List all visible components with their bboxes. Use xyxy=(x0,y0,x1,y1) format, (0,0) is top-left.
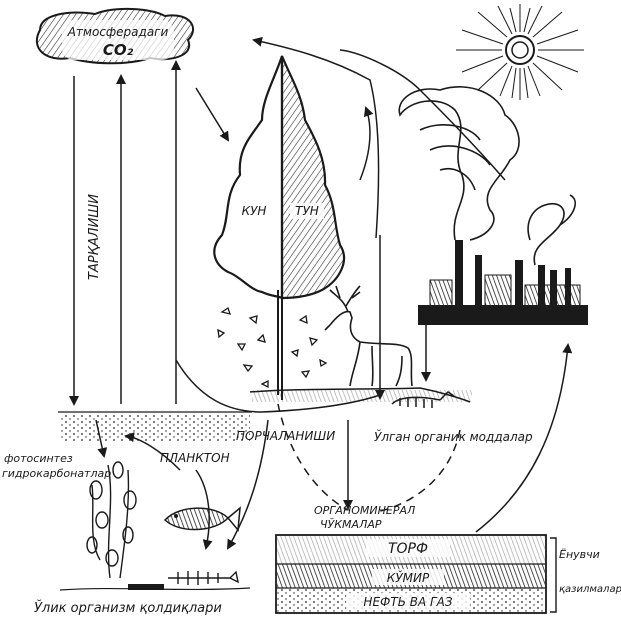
remains-label: Ўлик организм қолдиқлари xyxy=(34,600,222,616)
fish-icon xyxy=(165,508,240,530)
decay-label: ПОРЧАЛАНИШИ xyxy=(236,429,335,443)
smoke-plume xyxy=(399,87,575,265)
plankton-label: ПЛАНКТОН xyxy=(160,451,230,465)
deer-icon xyxy=(325,286,412,386)
water-dots xyxy=(60,414,250,442)
dead-organic-label: Ўлган органик моддалар xyxy=(374,429,533,444)
sun-icon xyxy=(456,4,584,100)
fuel-label-line2: қазилмалар xyxy=(559,584,621,595)
atmosphere-label-line1: Атмосферадаги xyxy=(67,25,169,39)
day-label: КУН xyxy=(242,204,267,218)
tree-icon xyxy=(214,56,344,400)
oil-gas-label: НЕФТЬ ВА ГАЗ xyxy=(363,595,452,609)
night-label: ТУН xyxy=(295,204,319,218)
atmosphere-label-line2: CO₂ xyxy=(103,41,134,59)
fuel-brace xyxy=(550,538,556,612)
fish-skeleton-icon xyxy=(168,571,238,585)
peat-label: ТОРФ xyxy=(388,541,428,557)
organomineral-label-line2: ЧЎКМАЛАР xyxy=(320,518,382,531)
spreading-label: ТАРҚАЛИШИ xyxy=(87,194,102,280)
falling-leaves xyxy=(218,308,326,387)
fuel-label-line1: Ёнувчи xyxy=(559,548,600,561)
photosynthesis-label-line1: фотосинтез xyxy=(4,452,73,465)
photosynthesis-label-line2: гидрокарбонатлар xyxy=(2,467,111,480)
factory-icon xyxy=(418,240,588,325)
coal-label: КЎМИР xyxy=(387,570,430,585)
organomineral-label-line1: ОРГАНОМИНЕРАЛ xyxy=(314,504,415,517)
